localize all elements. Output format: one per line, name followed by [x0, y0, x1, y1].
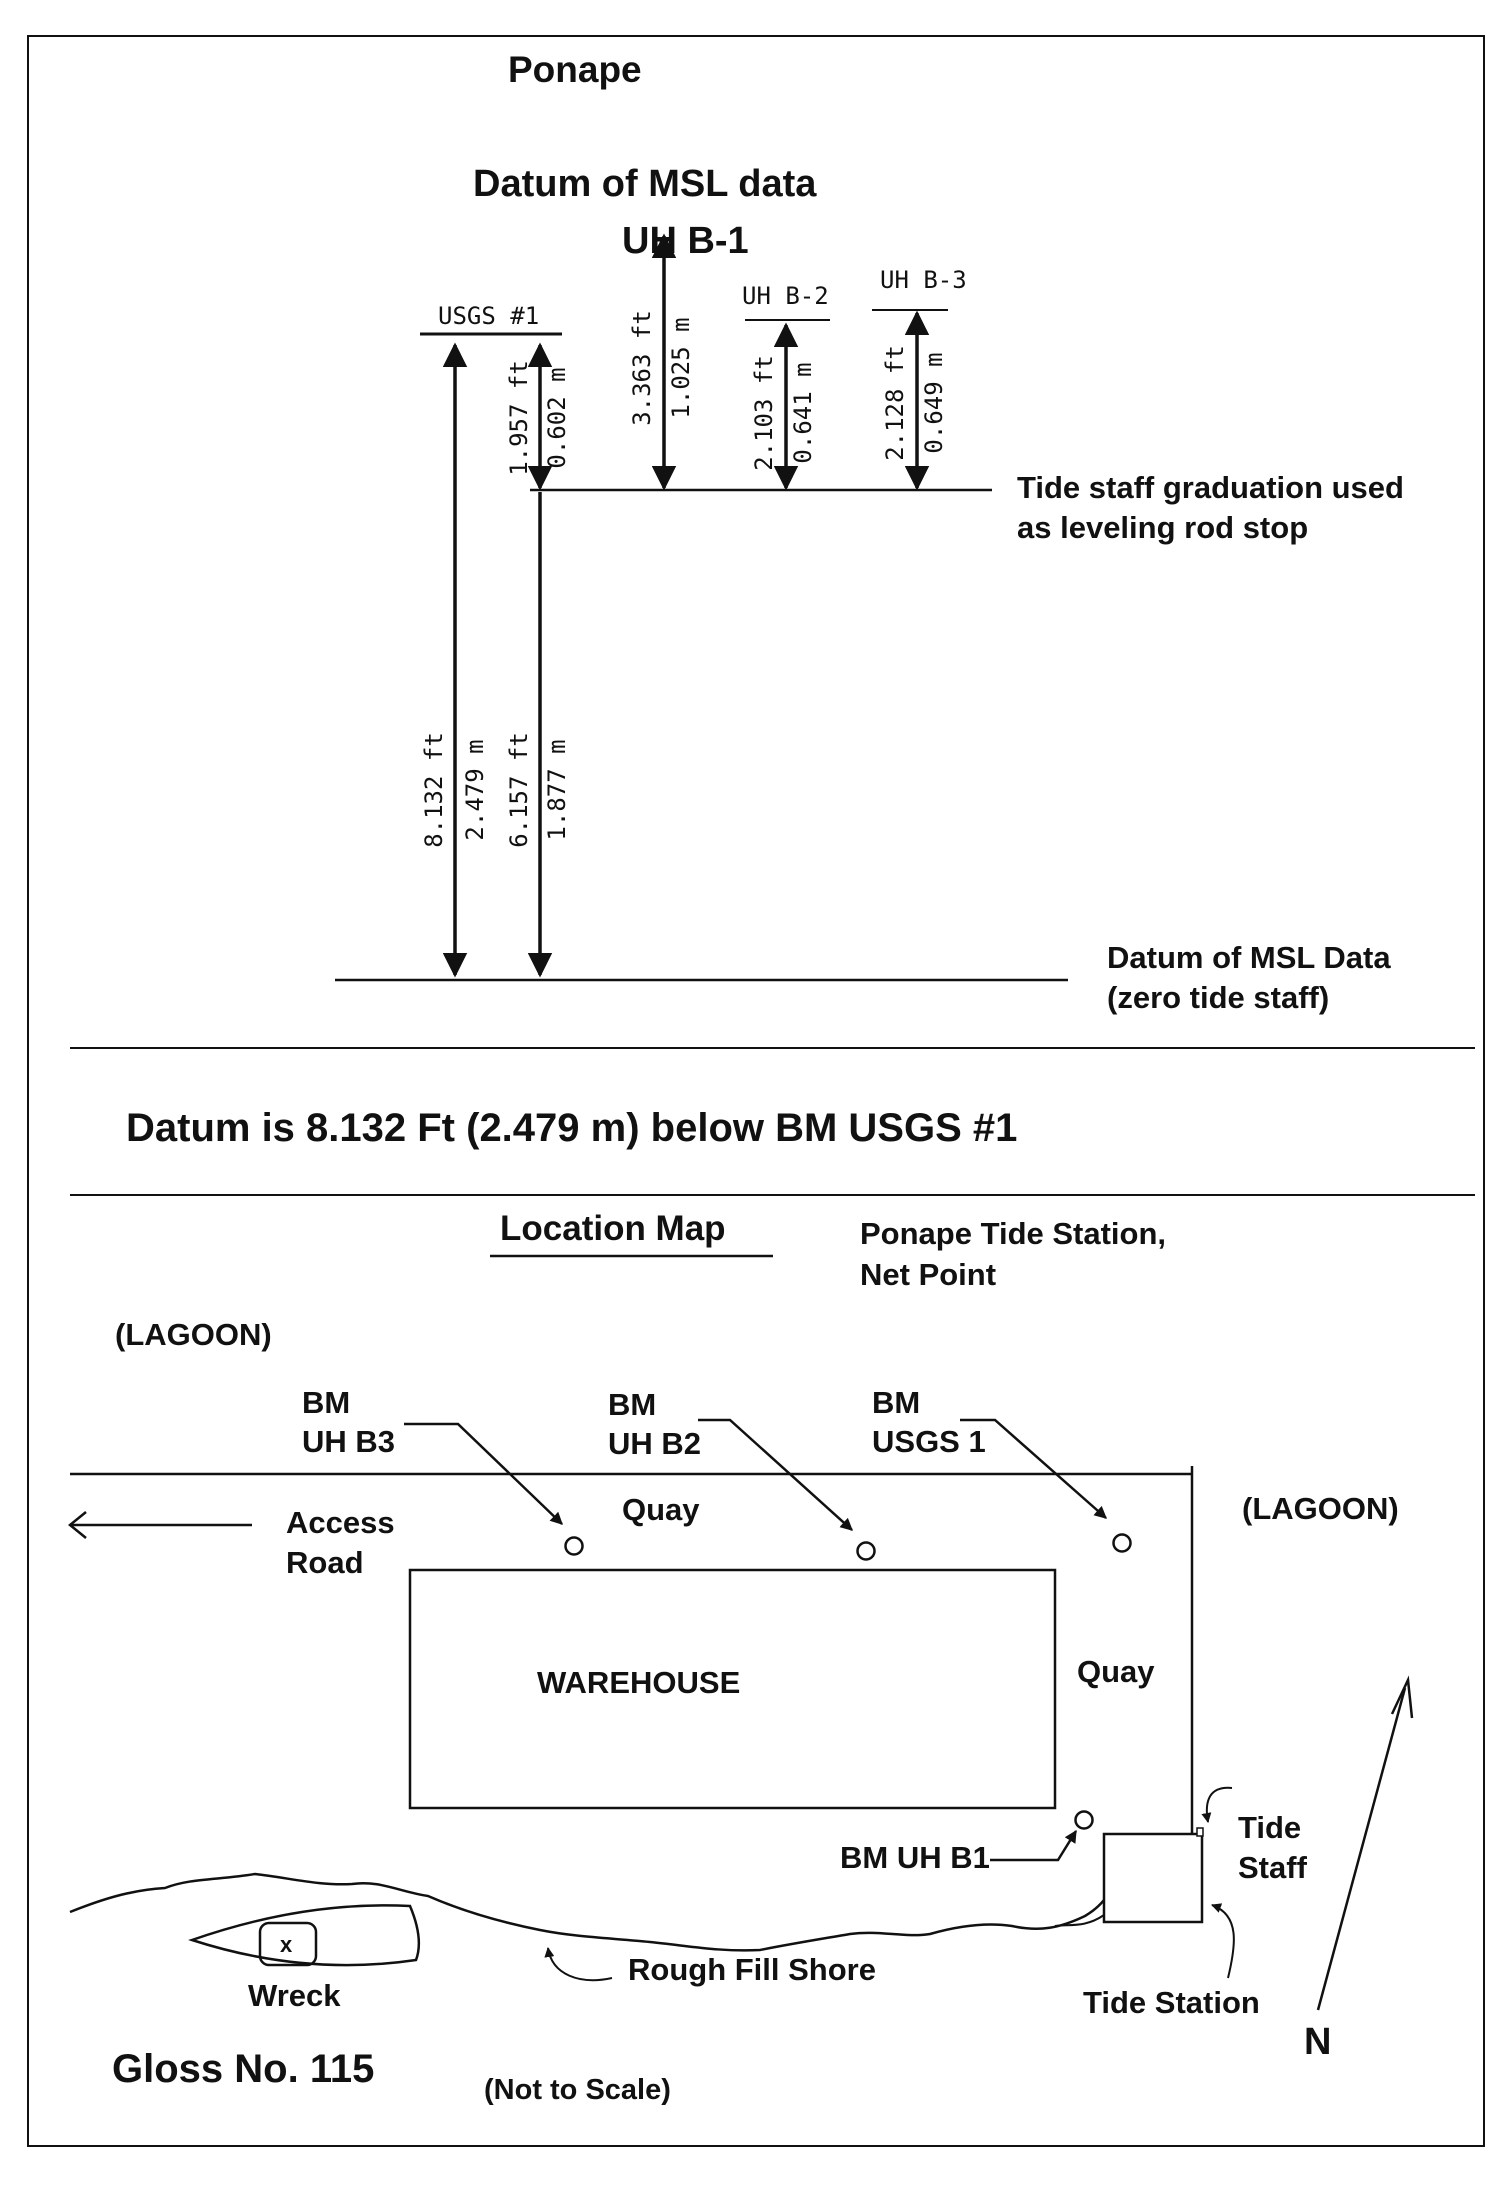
- bm-uh-b1-leader: [990, 1829, 1078, 1862]
- wreck-cabin: [258, 1921, 318, 1967]
- datum-note-2: (zero tide staff): [1107, 980, 1329, 1015]
- station-line-1: Ponape Tide Station,: [860, 1216, 1166, 1251]
- uhb1-label: UH B-1: [622, 220, 749, 262]
- tide-station-label: Tide Station: [1083, 1985, 1260, 2020]
- bm-uh-b3-marker: [564, 1536, 584, 1556]
- wreck-hull: [188, 1904, 421, 1967]
- wreck-label: Wreck: [248, 1978, 341, 2013]
- datum-heading: Datum of MSL data: [473, 163, 817, 205]
- rough-fill-leader: [544, 1947, 613, 1982]
- uhb3-label: UH B-3: [880, 266, 967, 294]
- tide-staff-note-1: Tide staff graduation used: [1017, 470, 1404, 505]
- uhb2-ft: 2.103 ft: [750, 355, 778, 471]
- bm-usgs1-line-1: BM: [872, 1385, 920, 1420]
- usgs1-stop-m: 0.602 m: [543, 367, 571, 468]
- bm-uh-b3-line-2: UH B3: [302, 1424, 395, 1459]
- north-arrow-head: [1390, 1675, 1414, 1719]
- bm-uh-b2-line-2: UH B2: [608, 1426, 701, 1461]
- tide-staff-leader: [1201, 1786, 1233, 1823]
- bm-usgs1-marker: [1112, 1533, 1132, 1553]
- bm-usgs1-line-2: USGS 1: [872, 1424, 986, 1459]
- stop-to-datum-ft: 6.157 ft: [505, 732, 533, 848]
- datum-note-1: Datum of MSL Data: [1107, 940, 1391, 975]
- tide-staff-note-2: as leveling rod stop: [1017, 510, 1308, 545]
- bm-uh-b1-marker: [1074, 1810, 1094, 1830]
- tide-staff-line-1: Tide: [1238, 1810, 1301, 1845]
- north-label: N: [1304, 2021, 1331, 2063]
- bm-uh-b2-marker: [856, 1541, 876, 1561]
- wreck-mark: x: [280, 1932, 293, 1957]
- bm-uh-b1-label: BM UH B1: [840, 1840, 990, 1875]
- usgs1-total-m: 2.479 m: [461, 739, 489, 840]
- access-road-line-1: Access: [286, 1505, 395, 1540]
- stop-to-datum-m: 1.877 m: [543, 739, 571, 840]
- bm-uh-b3-leader: [404, 1422, 563, 1525]
- page-border: [27, 35, 1485, 2147]
- warehouse-label: WAREHOUSE: [537, 1665, 740, 1700]
- uhb2-m: 0.641 m: [789, 362, 817, 463]
- uhb3-m: 0.649 m: [920, 352, 948, 453]
- map-title: Location Map: [500, 1209, 726, 1248]
- gloss-number: Gloss No. 115: [112, 2047, 374, 2091]
- lagoon-left-label: (LAGOON): [115, 1317, 272, 1352]
- tide-station-leader: [1211, 1903, 1235, 1979]
- rough-fill-shoreline: [69, 1872, 1105, 1952]
- uhb1-m: 1.025 m: [667, 317, 695, 418]
- datum-statement: Datum is 8.132 Ft (2.479 m) below BM USG…: [126, 1106, 1017, 1150]
- uhb3-ft: 2.128 ft: [881, 345, 909, 461]
- lagoon-right-label: (LAGOON): [1242, 1491, 1399, 1526]
- quay-right-label: Quay: [1077, 1654, 1155, 1689]
- uhb1-ft: 3.363 ft: [628, 310, 656, 426]
- title: Ponape: [508, 49, 642, 90]
- scale-note: (Not to Scale): [484, 2074, 671, 2106]
- tide-staff-marker: [1196, 1827, 1204, 1837]
- north-arrow-line: [1316, 1687, 1407, 2011]
- usgs1-stop-ft: 1.957 ft: [505, 360, 533, 476]
- access-road-arrowhead: [68, 1511, 87, 1539]
- tide-staff-line-2: Staff: [1238, 1850, 1308, 1885]
- rough-fill-label: Rough Fill Shore: [628, 1952, 876, 1987]
- bm-usgs1-leader: [960, 1418, 1107, 1519]
- station-line-2: Net Point: [860, 1257, 996, 1292]
- tide-station-box: [1102, 1832, 1204, 1924]
- access-road-line-2: Road: [286, 1545, 364, 1580]
- usgs1-total-ft: 8.132 ft: [420, 732, 448, 848]
- bm-uh-b3-line-1: BM: [302, 1385, 350, 1420]
- warehouse-outline: [408, 1568, 1057, 1810]
- uhb2-label: UH B-2: [742, 282, 829, 310]
- bm-uh-b2-line-1: BM: [608, 1387, 656, 1422]
- quay-top-label: Quay: [622, 1492, 700, 1527]
- usgs1-label: USGS #1: [438, 302, 539, 330]
- bm-uh-b2-leader: [698, 1418, 853, 1531]
- shoreline-tail: [1054, 1914, 1105, 1927]
